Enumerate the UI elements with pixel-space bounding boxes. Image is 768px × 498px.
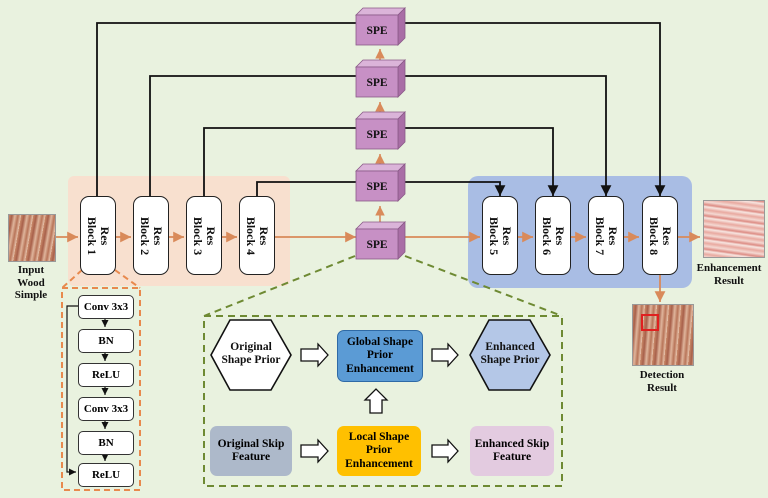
- spe-cubes: SPE SPE SPE SPE SPE: [355, 7, 406, 260]
- detection-box: [641, 314, 659, 331]
- spe-block-2: SPE: [355, 59, 406, 98]
- spe-label: SPE: [366, 129, 387, 141]
- input-label: Input Wood Simple: [14, 264, 48, 302]
- spe-label: SPE: [366, 239, 387, 251]
- layer-bn-1: BN: [78, 329, 134, 353]
- hollow-arrow-2: [431, 342, 459, 368]
- hollow-arrow-1: [300, 342, 329, 368]
- spe-block-4: SPE: [355, 163, 406, 202]
- layer-relu-1: ReLU: [78, 363, 134, 387]
- layer-relu-2: ReLU: [78, 463, 134, 487]
- res-block-7: Res Block 7: [588, 196, 624, 275]
- spe-label: SPE: [366, 25, 387, 37]
- enhanced-shape-prior-hexagon: [469, 319, 551, 391]
- hollow-arrow-up: [363, 388, 389, 414]
- res-block-1: Res Block 1: [80, 196, 116, 275]
- res-block-3: Res Block 3: [186, 196, 222, 275]
- detection-result-label: Detection Result: [639, 369, 685, 394]
- enhanced-shape-prior-label: Enhanced Shape Prior: [480, 341, 540, 367]
- layer-conv-1: Conv 3x3: [78, 295, 134, 319]
- res-block-4: Res Block 4: [239, 196, 275, 275]
- enhanced-skip-feature: Enhanced Skip Feature: [470, 426, 554, 476]
- enhancement-result-image: [703, 200, 765, 258]
- original-shape-prior-hexagon: [210, 319, 292, 391]
- local-shape-prior-enhancement: Local Shape Prior Enhancement: [337, 426, 421, 476]
- res-block-8: Res Block 8: [642, 196, 678, 275]
- spe-label: SPE: [366, 77, 387, 89]
- spe-label: SPE: [366, 181, 387, 193]
- detection-result-image: [632, 304, 694, 366]
- hollow-arrow-4: [431, 438, 459, 464]
- spe-block-3: SPE: [355, 111, 406, 150]
- input-wood-image: [8, 214, 56, 262]
- res-block-6: Res Block 6: [535, 196, 571, 275]
- original-shape-prior-label: Original Shape Prior: [221, 341, 281, 367]
- hollow-arrow-3: [300, 438, 329, 464]
- res-block-5: Res Block 5: [482, 196, 518, 275]
- global-shape-prior-enhancement: Global Shape Prior Enhancement: [337, 330, 423, 382]
- original-skip-feature: Original Skip Feature: [210, 426, 292, 476]
- layer-conv-2: Conv 3x3: [78, 397, 134, 421]
- layer-bn-2: BN: [78, 431, 134, 455]
- enhancement-result-label: Enhancement Result: [696, 262, 762, 287]
- res-block-2: Res Block 2: [133, 196, 169, 275]
- spe-block-5: SPE: [355, 221, 406, 260]
- spe-block-1: SPE: [355, 7, 406, 46]
